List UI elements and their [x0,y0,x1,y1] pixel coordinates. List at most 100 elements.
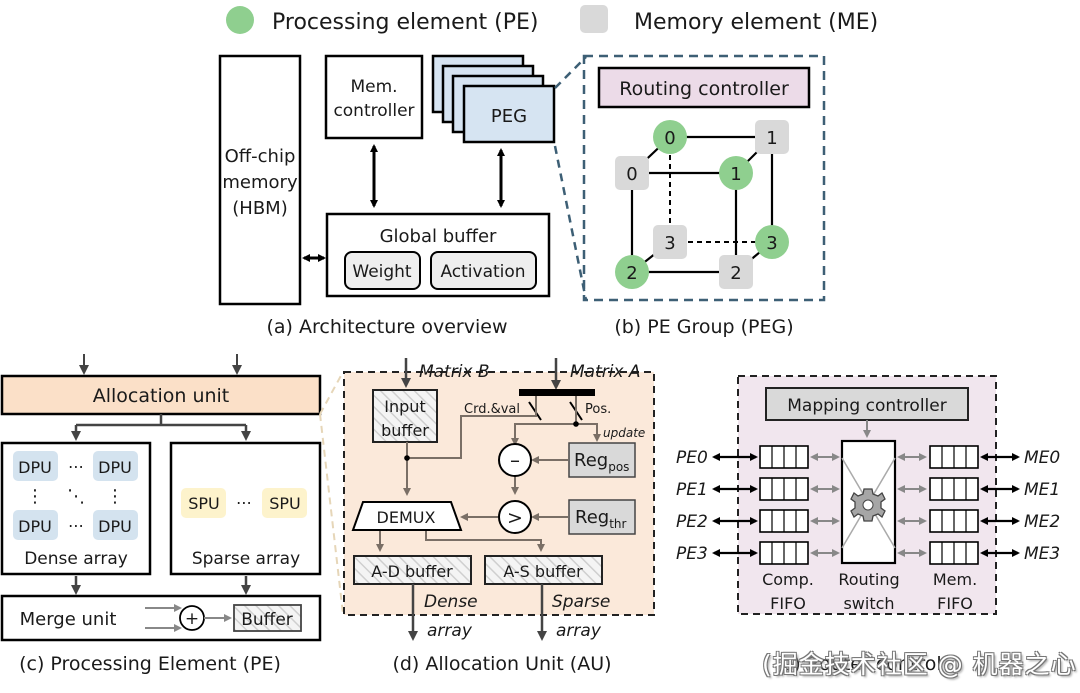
comp-fifo [759,477,809,501]
subtract-circle [498,443,532,477]
update-label: update [603,426,645,440]
caption-c: (c) Processing Element (PE) [19,653,281,675]
global-buffer-label: Global buffer [380,226,497,247]
mem-fifo [929,509,979,533]
demux-trapezoid [351,501,463,531]
comp-fifo-line-1: Comp. [762,570,814,589]
mem-fifo-line-2: FIFO [937,594,973,613]
peg-box [462,84,556,144]
crd-val-label: Crd.&val [464,402,520,417]
reg-pos-label: Regpos [574,450,629,474]
panel-architecture-overview: Off-chip memory (HBM) Mem. controller PE… [218,54,556,338]
pe-port-label: PE0 [676,448,708,468]
merge-unit-label: Merge unit [20,609,117,630]
offchip-line-1: Off-chip [225,146,296,167]
subtract-symbol: – [510,448,520,472]
pe-port-label: PE2 [676,512,708,532]
input-buffer-line-2: buffer [381,421,429,440]
weight-box [344,251,421,290]
sparse-output-label: Sparse [552,592,610,612]
dense-array-output-label: array [427,621,473,641]
adder-plus: + [185,609,199,629]
pe-node-2-label: 2 [626,263,637,284]
mem-fifo [929,445,979,469]
reg-thr-box [568,499,636,535]
me-port-label: ME3 [1024,544,1060,564]
caption-b: (b) PE Group (PEG) [614,316,793,338]
pe-node-1 [719,156,753,190]
allocation-unit-label: Allocation unit [93,385,230,407]
input-buffer-line-1: Input [384,397,425,416]
pe-node-0-label: 0 [664,128,675,149]
offchip-line-2: memory [222,172,298,193]
matrix-a-label: Matrix A [570,362,641,382]
peg-label: PEG [491,106,527,127]
me-node-3-label: 3 [664,233,675,254]
spu-label: SPU [269,494,301,513]
crd-val-wire [407,396,537,459]
zoom-line-bottom [553,145,588,301]
panel-processing-element: Allocation unit DPU DPU DPU DPU ⋯ ⋯ ⋮ ⋮ … [0,354,322,675]
mapping-controller-box [765,387,969,421]
mem-controller-line-1: Mem. [350,77,397,97]
pe-port-label: PE1 [676,480,708,500]
dpu-cell [93,510,138,540]
spu-cell [262,488,307,518]
sparse-array-output-label: array [556,621,602,641]
pe-node-3-label: 3 [766,233,777,254]
compare-symbol: > [507,507,523,529]
me-node-1 [755,120,789,154]
dpu-label: DPU [18,517,52,536]
caption-d: (d) Allocation Unit (AU) [392,653,611,675]
ad-buffer-label: A-D buffer [371,562,453,581]
dpu-cell [13,451,58,481]
pe-node-1-label: 1 [730,164,741,185]
legend: Processing element (PE) Memory element (… [226,5,878,35]
pe-node-2 [615,255,649,289]
dpu-label: DPU [98,517,132,536]
reg-thr-label: Regthr [575,507,627,531]
ad-buffer-box [353,555,472,585]
me-node-2 [719,255,753,289]
pe-port-label: PE3 [676,544,708,564]
mapping-controller-label: Mapping controller [787,396,946,416]
compare-circle [498,500,532,534]
mem-fifo-line-1: Mem. [933,570,977,589]
as-buffer-label: A-S buffer [503,562,583,581]
legend-me-swatch [580,5,608,33]
routing-switch-line-1: Routing [838,570,899,589]
dots-diagonal: ⋱ [67,486,85,507]
me-node-0 [615,156,649,190]
comp-fifo [759,445,809,469]
dpu-cell [93,451,138,481]
allocation-unit-box [0,374,322,416]
pos-label: Pos. [585,402,611,417]
panel-router-control: Mapping controller Comp. FIFO Routing sw… [676,375,1060,675]
mem-fifo [929,477,979,501]
pe-node-3 [755,225,789,259]
mem-controller-box [324,54,424,140]
dots-horizontal: ⋯ [68,457,84,476]
comp-fifo [759,509,809,533]
au-zoom-line-bottom [319,413,344,615]
legend-me-label: Memory element (ME) [634,10,878,35]
routing-controller-label: Routing controller [619,78,789,100]
panel-pe-group: Routing controller 0 1 3 2 0 [582,54,826,338]
activation-label: Activation [440,262,525,282]
me-port-label: ME0 [1024,448,1060,468]
legend-pe-swatch [226,6,254,34]
zoom-line-top [554,56,587,89]
matrix-a-bus [519,389,595,396]
dots-vertical: ⋮ [26,486,44,507]
activation-box [430,251,537,290]
mem-fifo [929,541,979,565]
caption-a: (a) Architecture overview [267,316,508,338]
mem-controller-line-2: controller [333,101,414,121]
dpu-cell [13,510,58,540]
as-buffer-box [484,555,603,585]
me-node-0-label: 0 [626,164,637,185]
panel-allocation-unit: Matrix B Matrix A Input buffer Crd.&val … [343,358,655,675]
comp-fifo [759,541,809,565]
